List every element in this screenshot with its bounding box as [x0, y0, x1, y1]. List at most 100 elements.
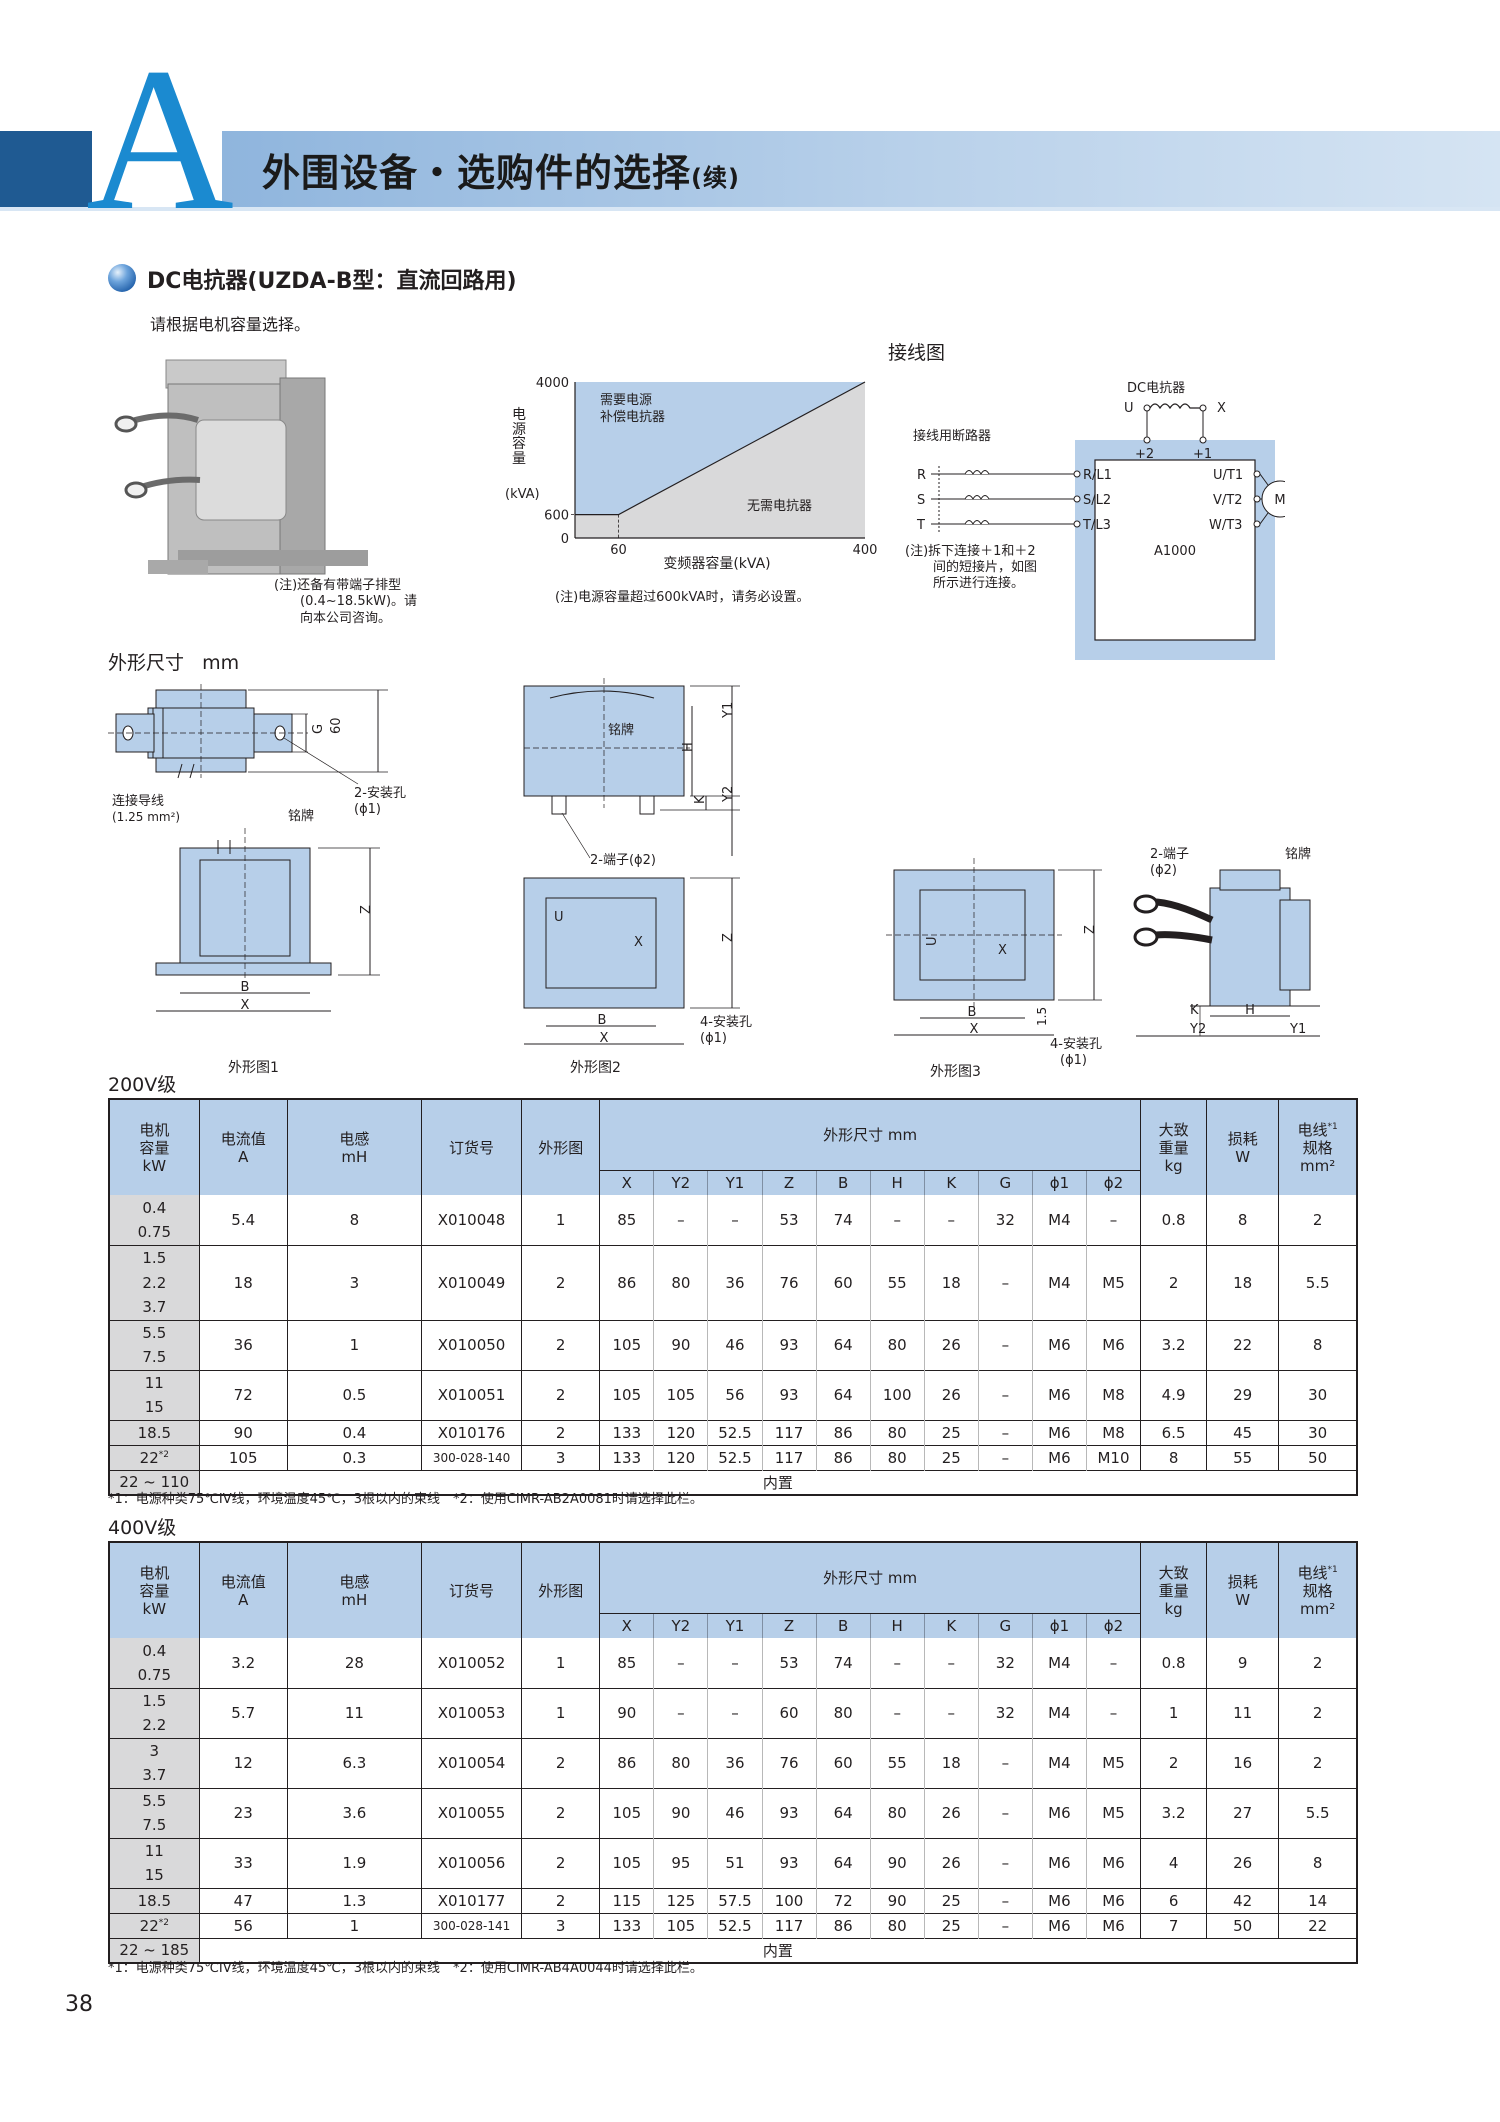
cell: 90	[653, 1787, 708, 1838]
cell: 3.2	[198, 1638, 288, 1688]
cell: 46	[707, 1319, 762, 1370]
cell: 95	[653, 1837, 708, 1888]
cell: 8	[1278, 1837, 1357, 1888]
cell: X010053	[420, 1687, 522, 1738]
svg-text:U: U	[925, 936, 940, 946]
cell: –	[977, 1837, 1033, 1888]
svg-text:(ϕ1): (ϕ1)	[354, 802, 381, 817]
cell: –	[977, 1244, 1033, 1320]
terminal-u-label: U	[1124, 401, 1134, 416]
dims-title: 外形尺寸 mm	[108, 652, 240, 674]
col-order: 订货号	[420, 1099, 522, 1195]
cell: 27	[1206, 1787, 1279, 1838]
cell: 1.3	[286, 1887, 422, 1913]
table-400v-title: 400V级	[108, 1517, 177, 1539]
header-left-bar	[0, 131, 92, 207]
cell: M4	[1031, 1195, 1087, 1245]
outline-figure-3: U X Z B X 1.5 4-安装孔 (ϕ1) 外形图3	[886, 858, 1102, 1080]
chart-y-tick-600: 600	[544, 509, 569, 524]
col-dim-9: ϕ2	[1085, 1169, 1141, 1195]
chart-region-needed	[575, 382, 865, 515]
cell-kw: 5.5	[109, 1319, 200, 1345]
cell: 36	[198, 1319, 288, 1370]
terminal-rl1: R/L1	[1083, 468, 1112, 483]
table-200v-title: 200V级	[108, 1074, 177, 1096]
chart-x-tick-400: 400	[853, 543, 878, 558]
svg-text:Y1: Y1	[1289, 1022, 1306, 1037]
terminal-plus2-label: +2	[1135, 447, 1154, 462]
svg-text:B: B	[968, 1005, 977, 1020]
cell: 2	[521, 1737, 600, 1788]
cell: 1	[521, 1687, 600, 1738]
cell: 53	[761, 1638, 817, 1688]
table-400v-footnote: *1：电源种类75℃IV线，环境温度45℃，3根以内的束线 *2：使用CIMR-…	[108, 1961, 703, 1976]
reactor-coil-icon	[1149, 403, 1200, 410]
cell: 23	[198, 1787, 288, 1838]
col-dim-0: X	[599, 1612, 654, 1638]
cell: 25	[923, 1419, 979, 1445]
cell: 25	[923, 1444, 979, 1470]
cell: 9	[1206, 1638, 1279, 1688]
cell: 4	[1140, 1837, 1207, 1888]
svg-text:Y2: Y2	[721, 786, 736, 803]
cell: 90	[653, 1319, 708, 1370]
cell: 55	[869, 1737, 925, 1788]
cell-kw: 11	[109, 1369, 200, 1395]
cell: 18	[923, 1244, 979, 1320]
outline-figure-1: G 60 2-安装孔 (ϕ1) 连接导线 (1.25 mm²) 铭牌 Z B X…	[108, 684, 406, 1076]
cell: –	[869, 1687, 925, 1738]
cell: M5	[1085, 1737, 1141, 1788]
svg-text:K: K	[1190, 1003, 1199, 1018]
cell: 52.5	[707, 1444, 762, 1470]
cell: –	[1085, 1687, 1141, 1738]
col-dim-8: ϕ1	[1031, 1612, 1087, 1638]
svg-text:Z: Z	[721, 933, 736, 942]
header-letter-logo: A	[86, 30, 234, 220]
cell-kw: 22 ~ 185	[109, 1937, 200, 1963]
cell: –	[1085, 1638, 1141, 1688]
svg-text:2-端子: 2-端子	[1150, 847, 1189, 862]
svg-text:2-安装孔: 2-安装孔	[354, 786, 406, 801]
cell: M6	[1031, 1787, 1087, 1838]
input-lines: R S T	[916, 466, 1077, 533]
cell-kw: 3.7	[109, 1295, 200, 1320]
cell: 5.5	[1278, 1244, 1357, 1320]
col-dim-4: B	[815, 1612, 871, 1638]
cell: 2	[521, 1369, 600, 1420]
svg-text:G: G	[311, 724, 326, 734]
reactor-product-illustration	[114, 359, 368, 575]
svg-text:Z: Z	[1083, 925, 1098, 934]
wiring-note-3: 所示进行连接。	[933, 575, 1024, 591]
cell: 105	[653, 1912, 708, 1938]
svg-text:R: R	[917, 468, 926, 483]
cell: 85	[599, 1638, 654, 1688]
cell: –	[707, 1687, 762, 1738]
col-dim-7: G	[977, 1612, 1033, 1638]
terminal-vt2: V/T2	[1213, 493, 1243, 508]
cell: –	[923, 1638, 979, 1688]
cell: 76	[761, 1244, 817, 1320]
col-dim-6: K	[923, 1612, 979, 1638]
col-figure: 外形图	[521, 1542, 600, 1638]
svg-text:X: X	[634, 935, 643, 950]
cell: 55	[869, 1244, 925, 1320]
cell: –	[977, 1419, 1033, 1445]
chart-y-label: 电源容量	[512, 407, 526, 468]
terminal-plus1-label: +1	[1193, 447, 1212, 462]
cell: 18	[198, 1244, 288, 1320]
cell: 26	[923, 1369, 979, 1420]
cell: 80	[869, 1419, 925, 1445]
cell: –	[977, 1787, 1033, 1838]
col-dim-3: Z	[761, 1612, 817, 1638]
cell: 115	[599, 1887, 654, 1913]
page-number: 38	[65, 1992, 93, 2017]
cell: 3	[286, 1244, 422, 1320]
breaker-label: 接线用断路器	[913, 428, 991, 444]
